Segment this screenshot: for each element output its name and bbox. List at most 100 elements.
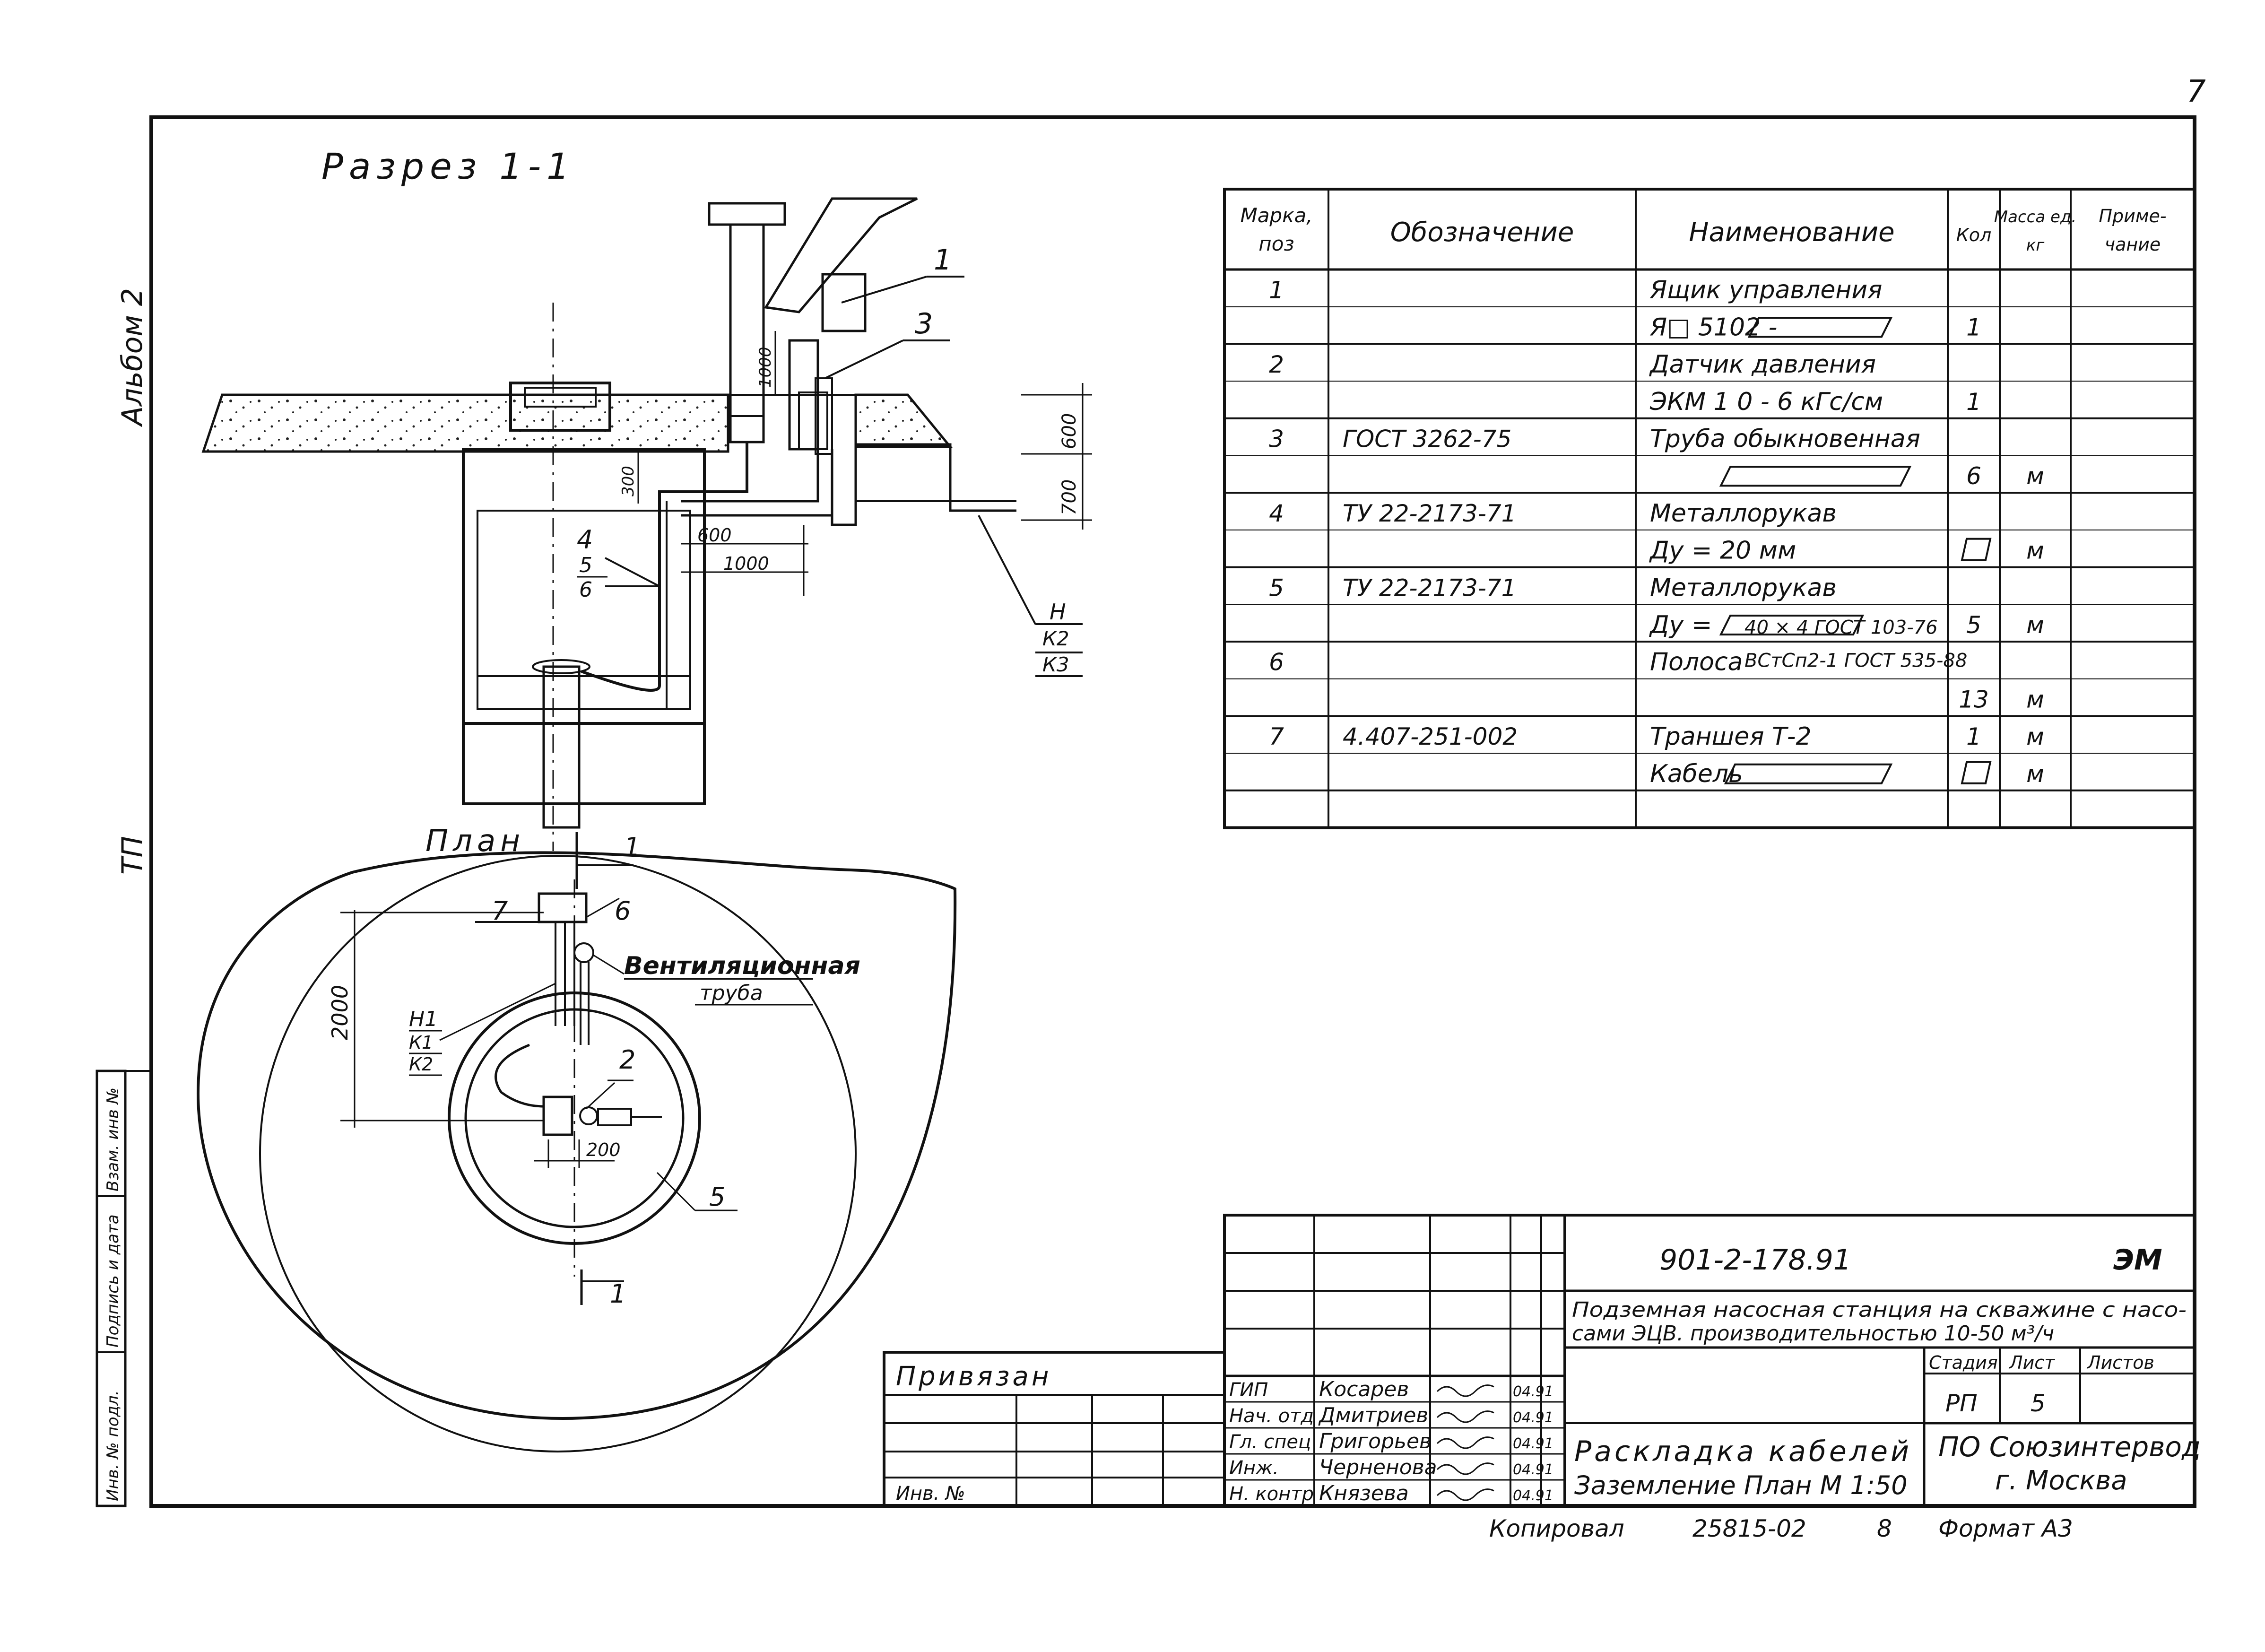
blank-field bbox=[1724, 763, 1893, 784]
blank-quantity bbox=[1961, 538, 1992, 561]
section-k3: К3 bbox=[1042, 653, 1069, 676]
drawing-mark: ЭМ bbox=[2113, 1243, 2162, 1277]
staff-cell: 04.91 bbox=[1513, 1435, 1553, 1452]
spec-cell: м bbox=[2026, 611, 2044, 639]
margin-sign-date: Подпись и дата bbox=[104, 1214, 122, 1348]
col-stage: Стадия bbox=[1929, 1352, 1998, 1373]
blank-quantity bbox=[1961, 761, 1992, 784]
blank-field bbox=[1719, 615, 1865, 635]
spec-cell: м bbox=[2026, 686, 2044, 713]
section-pos1: 1 bbox=[934, 243, 952, 277]
spec-cell: Датчик давления bbox=[1649, 350, 1876, 379]
spec-cell: Траншея Т-2 bbox=[1650, 722, 1812, 751]
format-label: Формат А3 bbox=[1938, 1515, 2073, 1542]
dim-2000: 2000 bbox=[327, 985, 353, 1040]
plan-pos6: 6 bbox=[615, 896, 631, 926]
staff-cell: 04.91 bbox=[1513, 1409, 1553, 1426]
sheet-count: 8 bbox=[1877, 1515, 1892, 1542]
drawing-code: 901-2-178.91 bbox=[1659, 1243, 1851, 1277]
spec-header: Наименование bbox=[1689, 217, 1894, 248]
well-pipe bbox=[542, 665, 581, 829]
spec-cell: Ящик управления bbox=[1649, 276, 1882, 304]
manhole-cover bbox=[509, 382, 611, 432]
ground-fill-right bbox=[854, 393, 953, 448]
spec-cell: Ду = bbox=[1649, 611, 1712, 639]
section-n: Н bbox=[1050, 599, 1066, 625]
spec-header: Марка,поз bbox=[1240, 204, 1312, 255]
staff-cell: Инж. bbox=[1229, 1457, 1279, 1479]
spec-cell: 1 bbox=[1966, 388, 1981, 416]
col-sheets: Листов bbox=[2086, 1352, 2154, 1373]
project-line-1: Подземная насосная станция на скважине с… bbox=[1572, 1298, 2187, 1322]
spec-cell: 4.407-251-002 bbox=[1343, 723, 1518, 750]
spec-cell: м bbox=[2026, 537, 2044, 565]
copied-label: Копировал bbox=[1489, 1515, 1624, 1542]
cut-mark-top: 1 bbox=[624, 832, 640, 862]
spec-cell: Ду = 20 мм bbox=[1649, 537, 1796, 565]
spec-cell: м bbox=[2026, 723, 2044, 750]
album-label: Альбом 2 bbox=[116, 288, 149, 427]
margin-stamp-box bbox=[95, 1069, 127, 1507]
inv-no-label: Инв. № bbox=[896, 1483, 965, 1504]
plan-k2: К2 bbox=[409, 1054, 433, 1075]
control-box bbox=[821, 273, 867, 332]
signature bbox=[1436, 1462, 1494, 1475]
spec-header: Приме-чание bbox=[2099, 206, 2166, 255]
section-k2: К2 bbox=[1042, 627, 1069, 650]
vent-label-2: труба bbox=[700, 981, 763, 1005]
staff-cell: Гл. спец bbox=[1229, 1431, 1311, 1453]
chamber-base bbox=[462, 722, 706, 805]
section-pos4: 4 bbox=[577, 525, 593, 555]
spec-cell: 6 bbox=[1966, 462, 1981, 490]
spec-header: Кол bbox=[1956, 225, 1992, 245]
page-number: 7 bbox=[2187, 74, 2206, 109]
dim-700: 700 bbox=[1059, 479, 1080, 515]
blank-field bbox=[1719, 466, 1912, 487]
canopy bbox=[764, 197, 918, 313]
spec-cell: м bbox=[2026, 462, 2044, 490]
spec-cell: 3 bbox=[1269, 426, 1284, 453]
polosa-spec-2: ВСтСп2-1 ГОСТ 535-88 bbox=[1744, 650, 1967, 672]
cable-run-section bbox=[581, 442, 748, 692]
spec-cell: ЭКМ 1 0 - 6 кГс/см bbox=[1649, 388, 1883, 416]
signature bbox=[1436, 1436, 1494, 1449]
dim-1000-vertical: 1000 bbox=[756, 347, 775, 388]
spec-cell: Металлорукав bbox=[1650, 499, 1837, 528]
pit-ring-outer bbox=[259, 855, 857, 1452]
dim-600-horizontal: 600 bbox=[697, 525, 732, 546]
spec-cell: 6 bbox=[1269, 649, 1284, 676]
dim-300: 300 bbox=[619, 466, 638, 496]
spec-cell: м bbox=[2026, 760, 2044, 788]
spec-cell: 13 bbox=[1959, 686, 1989, 713]
spec-header: Обозначение bbox=[1390, 217, 1574, 248]
staff-cell: 04.91 bbox=[1513, 1383, 1553, 1400]
dim-200: 200 bbox=[586, 1139, 621, 1160]
dim-1000-horizontal: 1000 bbox=[723, 553, 769, 574]
plan-pos7: 7 bbox=[492, 896, 508, 926]
plan-pos5: 5 bbox=[709, 1182, 725, 1212]
vent-pipe-plan bbox=[573, 942, 594, 963]
vent-cap bbox=[708, 202, 786, 226]
org-line-1: ПО Союзинтервод bbox=[1938, 1431, 2201, 1463]
spec-cell: ГОСТ 3262-75 bbox=[1343, 426, 1511, 453]
staff-cell: 04.91 bbox=[1513, 1461, 1553, 1478]
margin-inv-orig: Инв. № подл. bbox=[104, 1390, 122, 1501]
signature bbox=[1436, 1410, 1494, 1423]
vent-pipe bbox=[729, 223, 765, 443]
left-margin: Альбом 2 ТП Взам. инв № Подпись и дата И… bbox=[95, 288, 151, 1507]
pressure-sensor bbox=[542, 1096, 573, 1136]
excavation-outline bbox=[197, 851, 957, 1420]
staff-cell: ГИП bbox=[1229, 1379, 1268, 1401]
col-sheet: Лист bbox=[2008, 1352, 2056, 1373]
spec-cell: 1 bbox=[1966, 723, 1981, 750]
drawing-title-2: Заземление План М 1:50 bbox=[1574, 1470, 1908, 1500]
margin-inv-replace: Взам. инв № bbox=[104, 1087, 122, 1191]
spec-cell: ТУ 22-2173-71 bbox=[1343, 500, 1516, 527]
plan-k1: К1 bbox=[409, 1032, 433, 1053]
spec-cell: 1 bbox=[1966, 313, 1981, 341]
staff-cell: Черненова bbox=[1319, 1455, 1437, 1479]
plan-h1: Н1 bbox=[409, 1007, 438, 1031]
